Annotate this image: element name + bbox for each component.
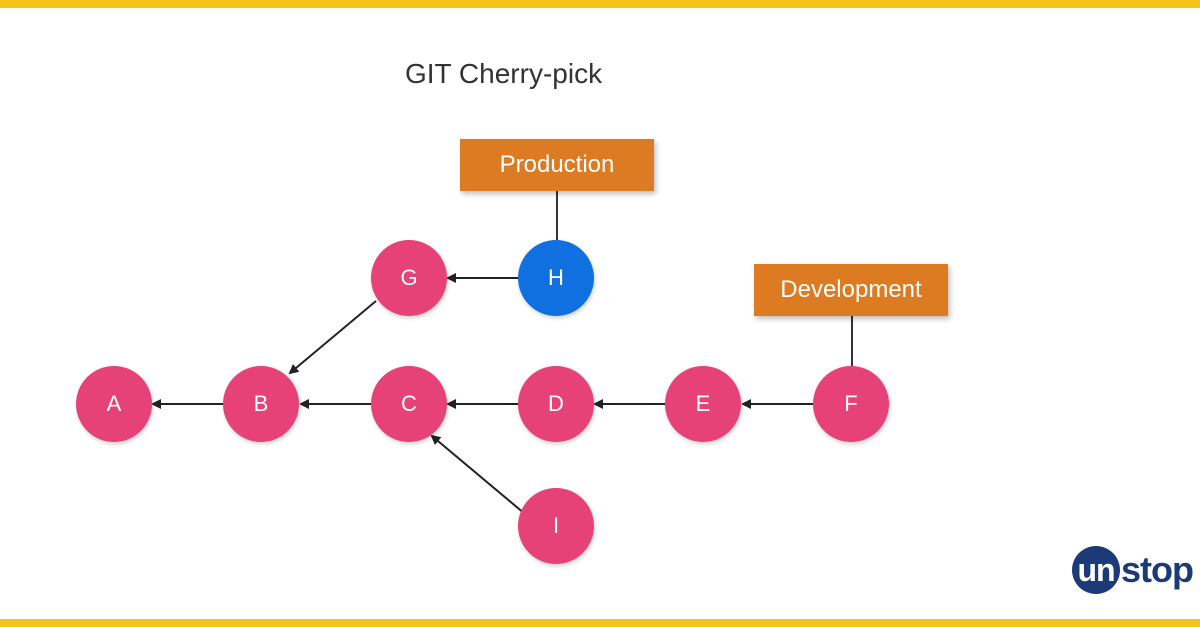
unstop-logo: un stop xyxy=(1072,545,1194,595)
logo-un-mark: un xyxy=(1072,546,1120,594)
commit-i: I xyxy=(518,488,594,564)
commit-f: F xyxy=(813,366,889,442)
bottom-border xyxy=(0,619,1200,627)
edge-g-b xyxy=(288,300,377,375)
diagram-title: GIT Cherry-pick xyxy=(405,58,603,89)
production-branch-label: Production xyxy=(460,139,654,191)
commit-d: D xyxy=(518,366,594,442)
commit-c: C xyxy=(371,366,447,442)
commit-a: A xyxy=(76,366,152,442)
top-border xyxy=(0,0,1200,8)
commit-h: H xyxy=(518,240,594,316)
commit-e: E xyxy=(665,366,741,442)
commit-g: G xyxy=(371,240,447,316)
development-branch-label: Development xyxy=(754,264,948,316)
commit-b: B xyxy=(223,366,299,442)
edge-i-c xyxy=(430,434,526,515)
logo-stop-text: stop xyxy=(1121,549,1194,590)
